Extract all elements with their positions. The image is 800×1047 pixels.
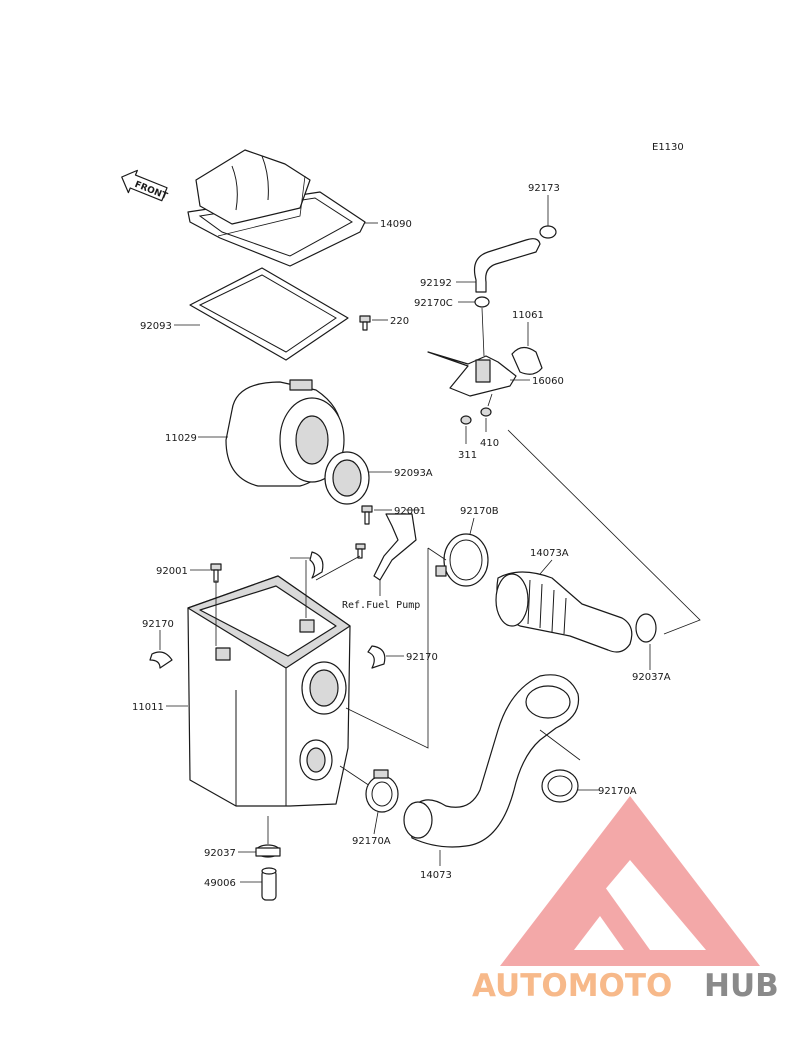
label-92001-upper: 92001 (394, 506, 426, 517)
air-cleaner-cover (187, 149, 378, 267)
drain-tube (240, 867, 277, 901)
separator-16060 (427, 351, 530, 397)
clamp-92170a-lower (365, 769, 399, 835)
clamp-92170-a (290, 551, 324, 579)
label-220: 220 (390, 316, 409, 327)
diagram-code: E1130 (652, 142, 684, 153)
label-49006: 49006 (204, 878, 236, 889)
clamp-92037a (635, 613, 657, 670)
label-92170c: 92170C (414, 298, 453, 309)
intake-duct-14073a (495, 559, 633, 653)
label-92170a-bottom: 92170A (352, 836, 391, 847)
label-92037a: 92037A (632, 672, 671, 683)
bracket-fuel-pump (315, 505, 420, 596)
label-92192: 92192 (420, 278, 452, 289)
breather-clamp-92173 (539, 195, 557, 239)
watermark-text-auto: AUTOMOTO (472, 968, 672, 1004)
watermark-text-hub: HUB (704, 968, 779, 1004)
automotohub-logo-icon (500, 796, 760, 966)
label-92170a-right: 92170A (598, 786, 637, 797)
label-92170b: 92170B (460, 506, 499, 517)
washer-410 (480, 393, 493, 432)
breather-hose-92192 (456, 238, 541, 293)
main-duct-14073 (403, 674, 580, 866)
label-92093: 92093 (140, 321, 172, 332)
front-arrow-icon: FRONT (121, 169, 169, 202)
nut-311 (460, 415, 472, 444)
filter-element (198, 379, 345, 487)
clip-92170c (458, 296, 490, 357)
ring-92093a (324, 451, 392, 505)
label-92001-left: 92001 (156, 566, 188, 577)
label-92093a: 92093A (394, 468, 433, 479)
screw-220 (359, 315, 388, 331)
bolt-92001 (190, 563, 222, 583)
label-92173: 92173 (528, 183, 560, 194)
clamp-92170-c (367, 645, 404, 669)
label-11011: 11011 (132, 702, 164, 713)
label-92170-left: 92170 (142, 619, 174, 630)
label-11061: 11061 (512, 310, 544, 321)
label-11029: 11029 (165, 433, 197, 444)
air-cleaner-case (166, 548, 429, 807)
clamp-92170b (427, 517, 489, 587)
label-92037: 92037 (204, 848, 236, 859)
note-ref-fuel-pump: Ref.Fuel Pump (342, 600, 420, 611)
clamp-92170-b (149, 630, 173, 669)
label-14073a: 14073A (530, 548, 569, 559)
label-14073: 14073 (420, 870, 452, 881)
label-410: 410 (480, 438, 499, 449)
label-16060: 16060 (532, 376, 564, 387)
label-92170-right: 92170 (406, 652, 438, 663)
label-311: 311 (458, 450, 477, 461)
clamp-92170a-upper (539, 729, 600, 803)
label-14090: 14090 (380, 219, 412, 230)
gasket-11061 (511, 322, 543, 375)
filter-seal (174, 267, 349, 361)
drain-clamp (238, 816, 281, 858)
